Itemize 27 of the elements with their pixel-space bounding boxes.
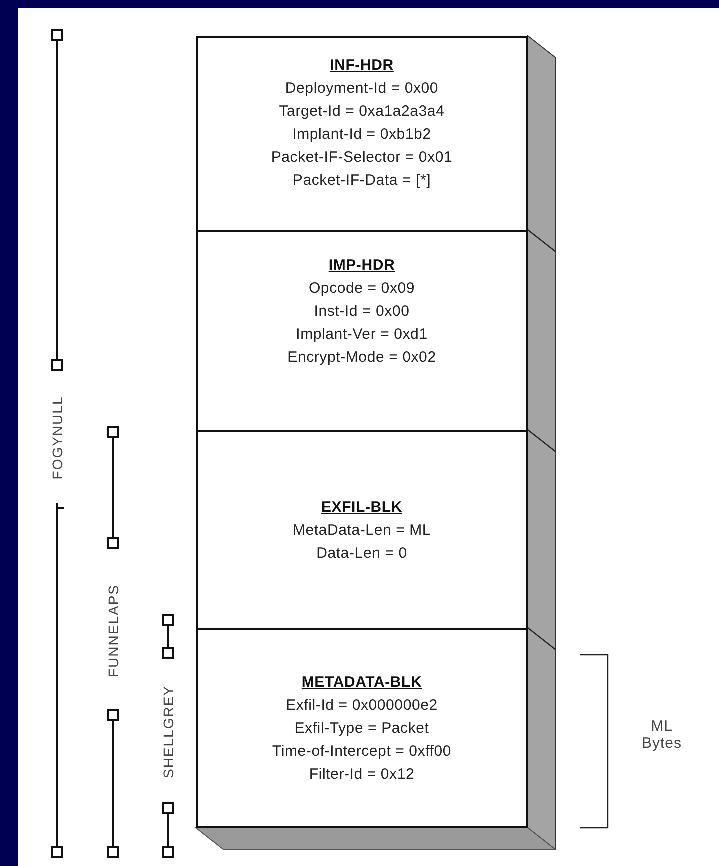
- field-text: Filter-Id = 0x12: [309, 764, 415, 784]
- field-text: Implant-Id = 0xb1b2: [292, 125, 432, 145]
- bracket-label: ML Bytes: [640, 718, 683, 752]
- packet-block: [196, 36, 528, 232]
- field-text: Encrypt-Mode = 0x02: [288, 348, 436, 368]
- block-heading: INF-HDR: [330, 56, 394, 76]
- field-text: MetaData-Len = ML: [292, 520, 432, 540]
- range-label: FUNNELAPS: [105, 584, 122, 678]
- packet-block: [196, 430, 528, 630]
- field-text: Implant-Ver = 0xd1: [296, 324, 428, 344]
- field-text: Packet-IF-Selector = 0x01: [271, 148, 453, 168]
- field-text: Exfil-Type = Packet: [294, 718, 430, 738]
- field-text: Opcode = 0x09: [308, 278, 416, 298]
- packet-block: [196, 230, 528, 432]
- range-label: FOGYNULL: [49, 396, 66, 480]
- field-text: Deployment-Id = 0x00: [285, 79, 439, 99]
- field-text: Time-of-Intercept = 0xff00: [272, 742, 452, 762]
- range-label: SHELLGREY: [160, 684, 176, 778]
- field-text: Target-Id = 0xa1a2a3a4: [279, 102, 445, 122]
- field-text: Inst-Id = 0x00: [314, 302, 410, 322]
- field-text: Exfil-Id = 0x000000e2: [286, 696, 438, 716]
- block-heading: EXFIL-BLK: [321, 498, 403, 518]
- packet-block: [196, 628, 528, 828]
- field-text: Packet-IF-Data = [*]: [292, 171, 432, 191]
- field-text: Data-Len = 0: [316, 544, 408, 564]
- block-heading: METADATA-BLK: [302, 672, 422, 692]
- block-heading: IMP-HDR: [328, 256, 396, 276]
